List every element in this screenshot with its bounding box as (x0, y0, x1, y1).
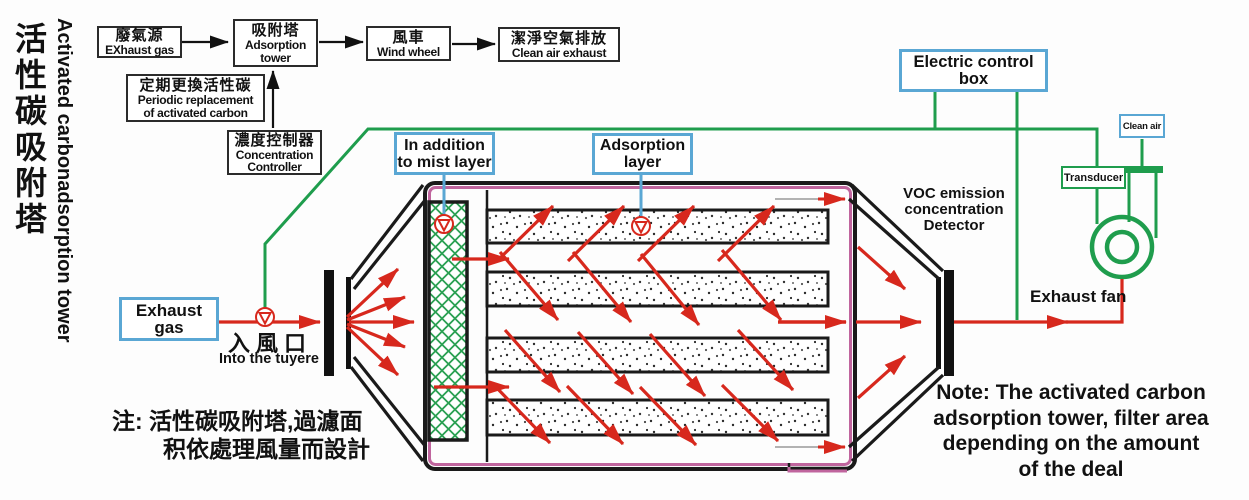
exhaust-fan-icon (1089, 214, 1155, 280)
label-exhaust-fan: Exhaust fan (1030, 287, 1127, 306)
outlet-flange (936, 270, 954, 376)
flow-box-wind-wheel-zh: 風車 (392, 28, 425, 46)
page-title-en: Activated carbonadsorption tower (53, 18, 75, 343)
flow-box-clean-air-exhaust: 潔淨空氣排放 Clean air exhaust (498, 27, 620, 62)
flow-box-periodic-en2: of activated carbon (143, 105, 248, 120)
label-clean-air: Clean air (1119, 114, 1165, 138)
note-en-line2: adsorption tower, filter area (933, 406, 1209, 430)
label-voc-line2: concentration (904, 201, 1004, 218)
note-en-line1: Note: The activated carbon (936, 381, 1206, 404)
flow-box-periodic-zh: 定期更換活性碳 (139, 77, 252, 94)
fan-outlet-bar (1123, 166, 1163, 173)
label-exhaust-gas-text: Exhaust gas (135, 301, 203, 337)
outlet-cone (847, 183, 945, 463)
flow-box-adsorption-tower-zh: 吸附塔 (251, 22, 300, 39)
flow-box-periodic-en1: Periodic replacement (137, 93, 254, 107)
flow-box-exhaust-source: 廢氣源 EXhaust gas (97, 26, 182, 58)
note-zh-line1: 注: 活性碳吸附塔,過濾面 (112, 408, 363, 434)
label-voc-line3: Detector (923, 217, 985, 234)
page-title-zh: 活性碳吸附塔 (11, 22, 47, 238)
valve-icon-demister (434, 214, 454, 234)
label-transducer: Transducer (1061, 166, 1126, 189)
valve-icon-inlet (255, 307, 275, 327)
label-adsorption-line1: Adsorption (599, 137, 686, 154)
inlet-cone (349, 184, 428, 462)
flow-box-exhaust-source-zh: 廢氣源 (115, 27, 164, 45)
note-en-line4: of the deal (1018, 457, 1124, 481)
flow-box-wind-wheel-en: Wind wheel (377, 44, 440, 59)
flow-box-clean-air-exhaust-en: Clean air exhaust (511, 45, 607, 60)
flow-box-adsorption-tower: 吸附塔 Adsorption tower (233, 19, 318, 67)
demister-layer (427, 200, 469, 442)
callout-pointers (442, 175, 643, 216)
label-transducer-text: Transducer (1063, 171, 1124, 184)
label-electric-control-box-text: Electric control box (913, 52, 1034, 88)
flow-box-periodic-replacement: 定期更換活性碳 Periodic replacement of activate… (126, 74, 265, 122)
label-mist-line1: In addition (404, 136, 485, 154)
note-en: Note: The activated carbon adsorption to… (912, 380, 1230, 482)
flow-box-controller-en2: Controller (247, 160, 302, 174)
label-electric-control-box: Electric control box (899, 49, 1048, 92)
flow-box-wind-wheel: 風車 Wind wheel (366, 26, 451, 61)
inlet-flange (324, 270, 351, 376)
flow-box-clean-air-exhaust-zh: 潔淨空氣排放 (510, 29, 607, 47)
label-mist-layer: In addition to mist layer (394, 132, 495, 175)
label-inlet-zh: 入風口 (228, 331, 313, 356)
label-adsorption-line2: layer (623, 154, 662, 171)
valve-icon-adsorption (631, 216, 651, 236)
label-inlet-en: Into the tuyere (219, 351, 319, 367)
flow-box-concentration-controller: 濃度控制器 Concentration Controller (227, 130, 322, 175)
flow-arrows (219, 192, 1124, 454)
flow-box-adsorption-tower-en2: tower (260, 50, 291, 65)
flow-box-exhaust-source-en: EXhaust gas (105, 43, 174, 58)
flow-box-controller-zh: 濃度控制器 (234, 131, 315, 149)
control-wiring (263, 92, 1158, 320)
note-en-line3: depending on the amount (942, 432, 1200, 455)
note-zh-line2: 积依處理風量而設計 (163, 436, 370, 462)
label-voc-line1: VOC emission (903, 185, 1005, 202)
label-adsorption-layer: Adsorption layer (592, 133, 693, 175)
flow-box-adsorption-tower-en1: Adsorption (245, 38, 306, 52)
flowchart-arrows (182, 35, 496, 128)
label-mist-line2: to mist layer (397, 153, 492, 171)
label-clean-air-text: Clean air (1122, 120, 1162, 132)
flow-box-controller-en1: Concentration (235, 147, 314, 162)
label-voc-detector: VOC emission concentration Detector (888, 186, 1020, 234)
label-exhaust-gas: Exhaust gas (119, 297, 219, 341)
